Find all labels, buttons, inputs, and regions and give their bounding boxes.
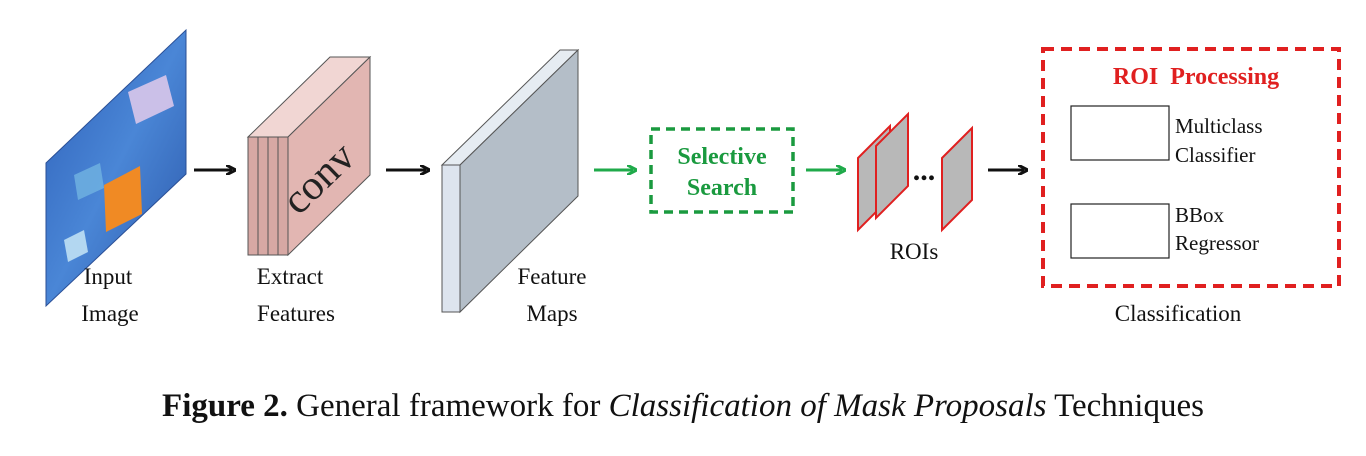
feature-maps-label-1: Feature — [518, 264, 587, 289]
caption-text-after: Techniques — [1046, 388, 1204, 424]
image-object-light — [64, 230, 88, 262]
figure-caption: Figure 2. General framework for Classifi… — [0, 388, 1366, 425]
rois-group — [857, 111, 973, 233]
classifier-box — [1070, 105, 1170, 161]
input-image-label-2: Image — [81, 301, 138, 326]
classification-label: Classification — [1115, 301, 1242, 326]
conv-stack: conv — [246, 55, 372, 257]
image-object-purple — [128, 75, 174, 124]
bbox-box — [1070, 203, 1170, 259]
selective-search-box — [649, 127, 795, 214]
feature-maps-block — [440, 48, 580, 314]
classifier-label-2: Classifier — [1175, 143, 1255, 167]
caption-italic-text: Classification of Mask Proposals — [608, 388, 1047, 424]
bbox-label-1: BBox — [1175, 203, 1225, 227]
bbox-label-2: Regressor — [1175, 231, 1259, 255]
extract-label-1: Extract — [257, 264, 324, 289]
rois-ellipsis: ... — [913, 154, 936, 187]
caption-text-before: General framework for — [287, 388, 609, 424]
rois-label: ROIs — [890, 239, 939, 264]
roi-processing-box — [1041, 47, 1341, 288]
image-object-orange — [104, 166, 142, 232]
roi-plane-2 — [875, 111, 909, 221]
roi-plane-3 — [941, 125, 973, 233]
image-object-blue — [74, 163, 104, 200]
caption-figure-number: Figure 2. — [162, 388, 288, 424]
roi-processing-title: ROI Processing — [1113, 64, 1279, 90]
selective-search-line-1: Selective — [677, 144, 767, 170]
classifier-label-1: Multiclass — [1175, 114, 1263, 138]
feature-maps-label-2: Maps — [526, 301, 577, 326]
input-image — [45, 28, 187, 308]
input-image-label-1: Input — [84, 264, 133, 289]
selective-search-line-2: Search — [687, 175, 757, 201]
extract-label-2: Features — [257, 301, 335, 326]
